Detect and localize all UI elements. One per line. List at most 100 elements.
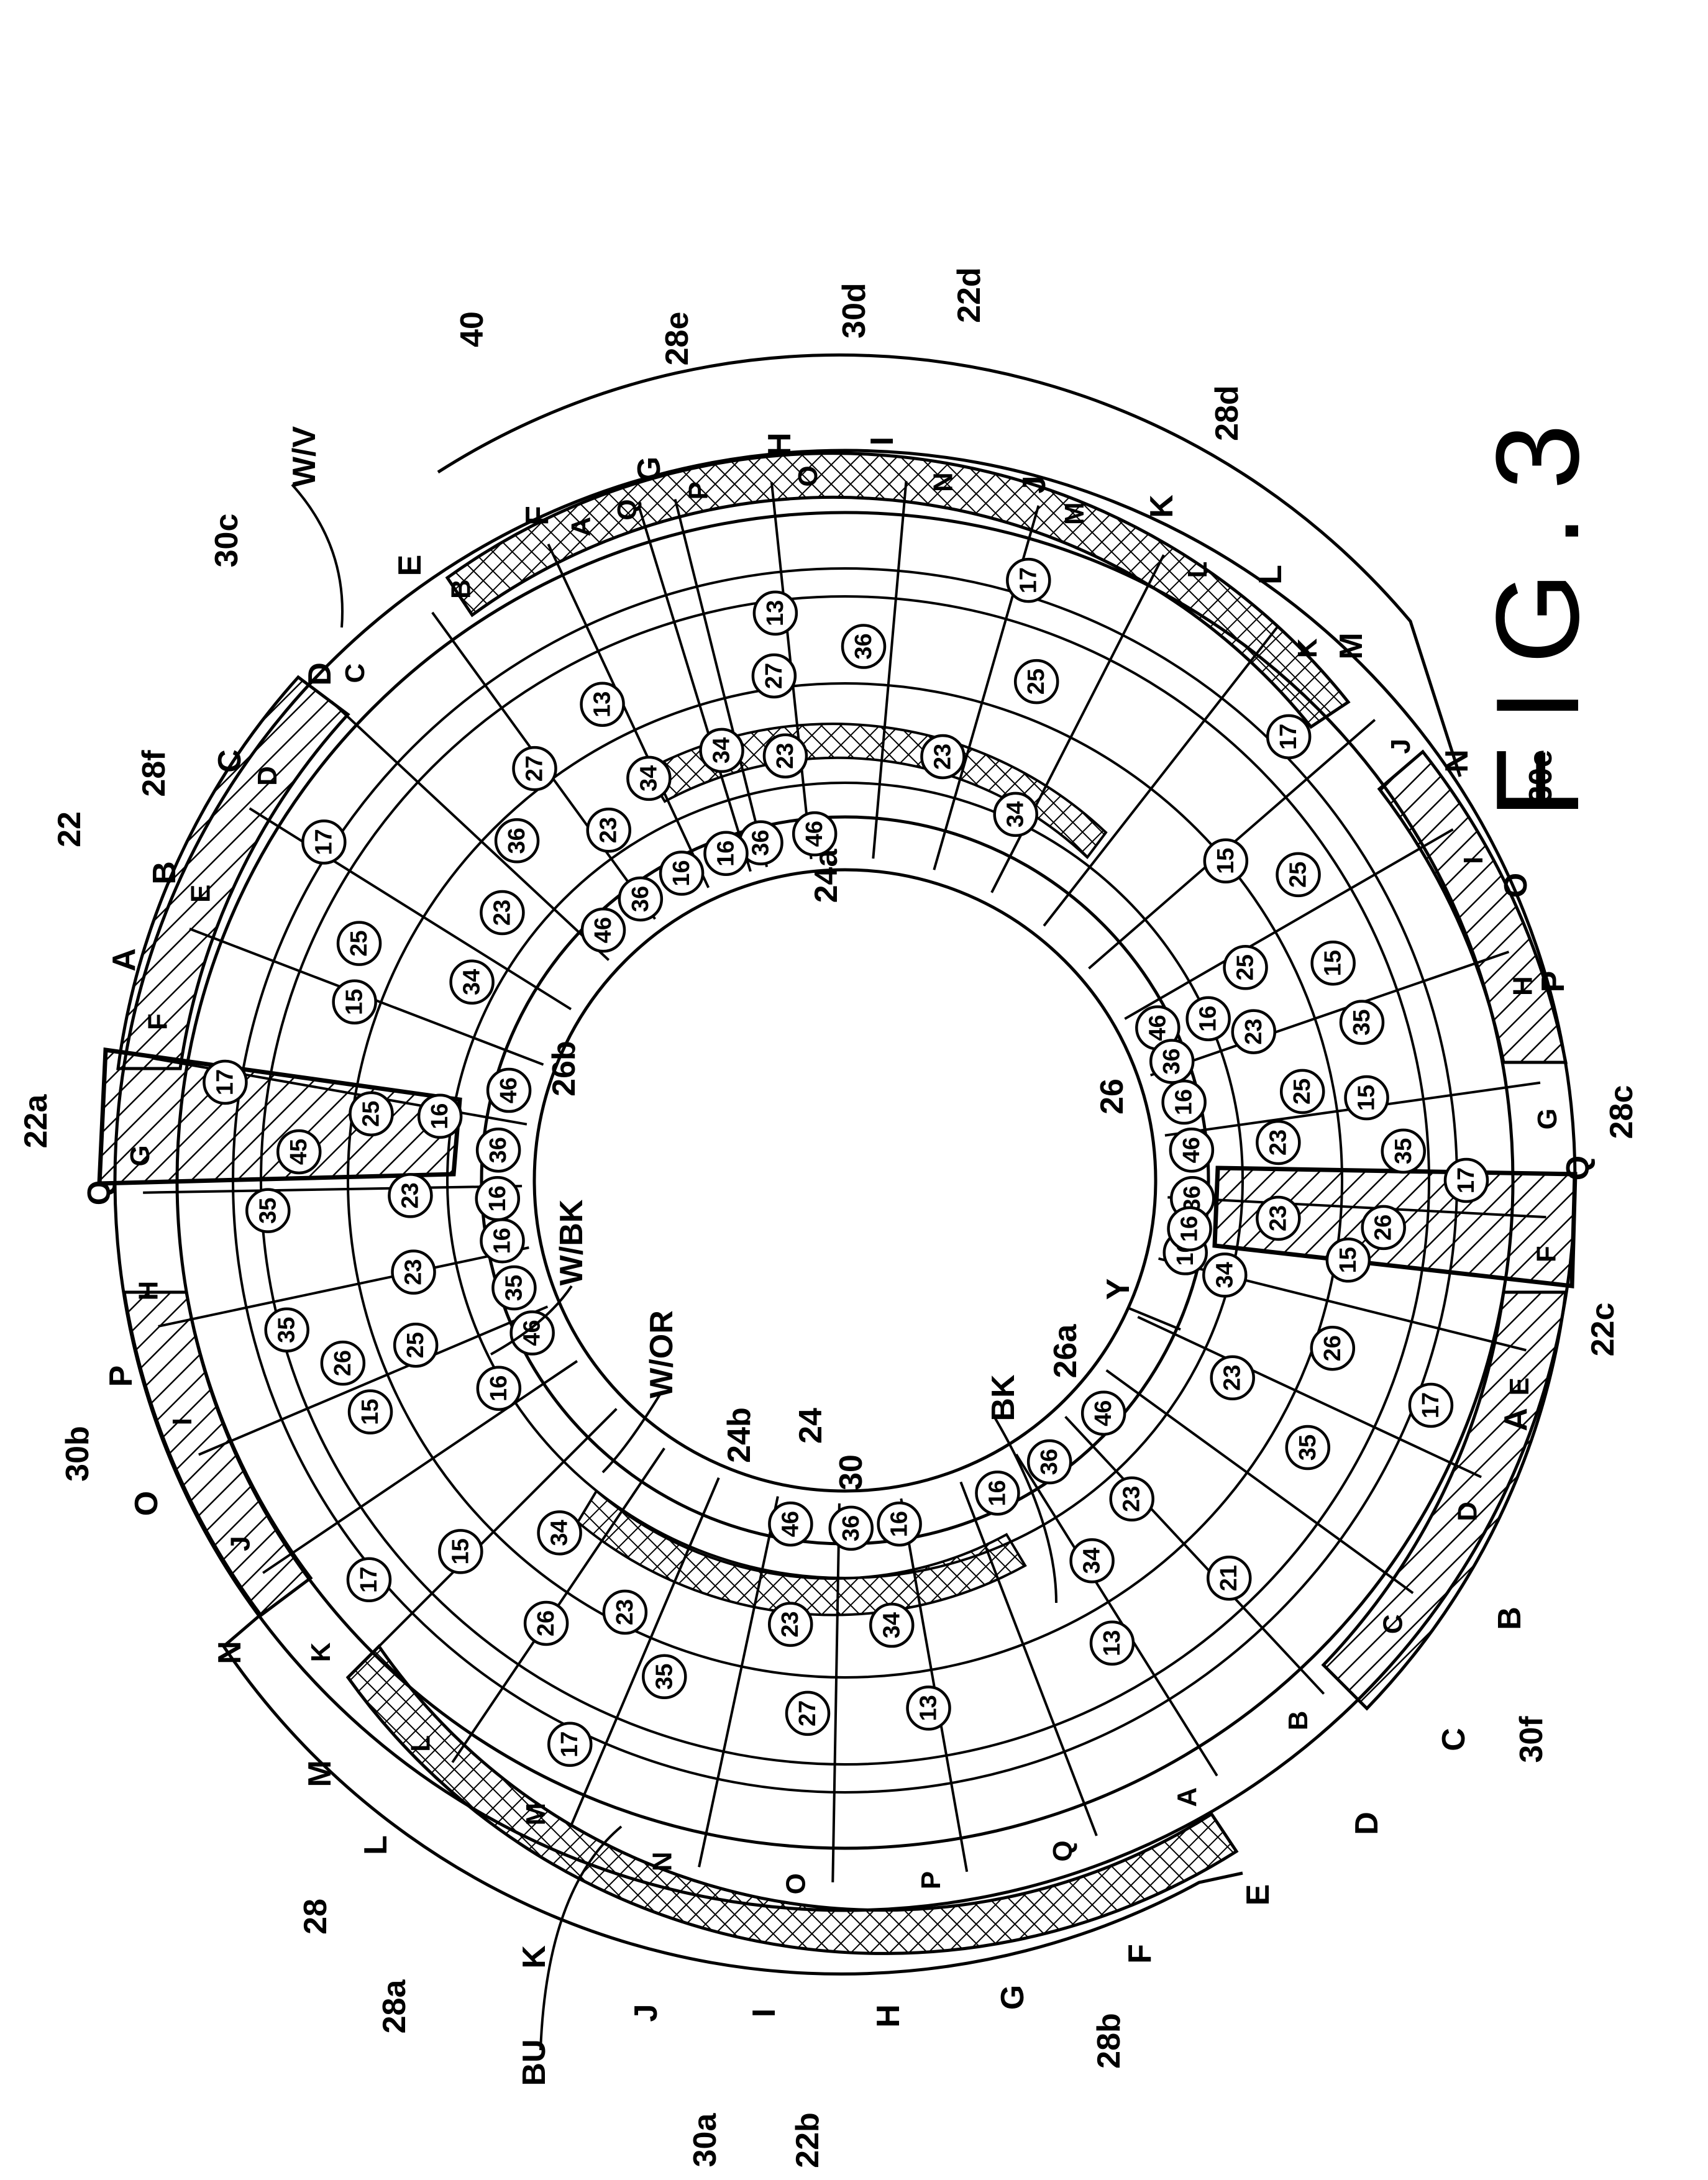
terminal-pin-circle <box>346 1557 392 1603</box>
reference-label: L <box>1253 565 1289 585</box>
slot-divider <box>143 1185 523 1194</box>
terminal-pin-number: 36 <box>1159 1048 1185 1074</box>
terminal-pin: 25 <box>336 921 382 966</box>
terminal-pin-circle <box>491 1265 537 1311</box>
slot-letter: G <box>1532 1108 1563 1129</box>
slot-divider <box>900 1498 969 1872</box>
terminal-pin-circle <box>203 1059 248 1105</box>
terminal-pin-number: 23 <box>1265 1129 1291 1156</box>
terminal-pin-circle <box>1276 852 1321 898</box>
terminal-pin: 36 <box>1149 1039 1195 1084</box>
terminal-pin-number: 23 <box>1265 1205 1291 1231</box>
terminal-pin-circle <box>332 979 377 1024</box>
terminal-pin-number: 46 <box>590 917 616 943</box>
terminal-pin: 23 <box>1109 1476 1154 1522</box>
terminal-pin-circle <box>1344 1075 1389 1121</box>
slot-letter: O <box>793 465 823 486</box>
terminal-pin: 23 <box>768 1602 813 1647</box>
terminal-pin: 46 <box>1169 1127 1215 1173</box>
terminal-pin-circle <box>659 851 705 896</box>
terminal-pin-number: 15 <box>342 989 368 1015</box>
terminal-pin-circle <box>1080 1390 1126 1436</box>
terminal-pin-circle <box>301 819 347 865</box>
terminal-pin: 15 <box>1325 1238 1371 1283</box>
terminal-pin-number: 13 <box>916 1695 942 1721</box>
reference-label: 24a <box>808 849 844 903</box>
terminal-pin: 46 <box>580 907 626 953</box>
terminal-pin-circle <box>975 1471 1020 1516</box>
terminal-pin-circle <box>1006 557 1051 603</box>
reference-label: O <box>1498 873 1534 898</box>
terminal-pin: 46 <box>486 1067 532 1113</box>
slot-letter: F <box>1531 1246 1561 1262</box>
terminal-pin-circle <box>512 746 557 791</box>
terminal-pin: 36 <box>475 1127 521 1173</box>
terminal-pin-number: 23 <box>401 1259 427 1285</box>
terminal-pin-number: 25 <box>1233 954 1259 980</box>
terminal-pin-circle <box>537 1510 582 1556</box>
reference-label: 22a <box>18 1094 54 1149</box>
terminal-pin-circle <box>276 1129 322 1175</box>
terminal-pin: 15 <box>347 1389 393 1434</box>
slot-letter: D <box>1453 1502 1483 1521</box>
terminal-pin-number: 25 <box>1289 1079 1315 1105</box>
terminal-pin: 15 <box>1344 1075 1389 1121</box>
terminal-pin: 25 <box>1276 852 1321 898</box>
terminal-pin: 17 <box>346 1557 392 1603</box>
terminal-pin-number: 26 <box>533 1610 559 1636</box>
terminal-pin-circle <box>1210 1355 1255 1401</box>
terminal-pin-number: 34 <box>636 765 662 791</box>
reference-label: 30c <box>209 514 245 568</box>
terminal-pin: 15 <box>1203 838 1249 884</box>
terminal-pin-circle <box>1202 1252 1248 1298</box>
terminal-pin: 35 <box>491 1265 537 1311</box>
reference-label: 28b <box>1091 2013 1127 2069</box>
terminal-pin-number: 16 <box>1171 1089 1197 1115</box>
slot-letter: M <box>521 1803 551 1826</box>
terminal-pin: 35 <box>245 1188 291 1233</box>
terminal-pin: 17 <box>1006 557 1051 603</box>
slot-letter: K <box>306 1642 336 1662</box>
terminal-pin-circle <box>391 1249 436 1295</box>
slot-letter: N <box>647 1851 678 1871</box>
reference-label: 26a <box>1048 1324 1084 1379</box>
reference-label: B <box>147 861 183 885</box>
terminal-pin-number: 16 <box>887 1511 913 1537</box>
terminal-pin-number: 15 <box>1354 1085 1380 1111</box>
terminal-pin-number: 17 <box>311 829 337 855</box>
slot-divider <box>1064 1415 1325 1695</box>
terminal-pin-circle <box>1223 945 1268 990</box>
terminal-pin: 45 <box>276 1129 322 1175</box>
terminal-pin-number: 15 <box>1213 848 1239 874</box>
terminal-pin-circle <box>1339 1000 1385 1045</box>
terminal-pin-number: 26 <box>330 1350 356 1376</box>
terminal-pin-number: 26 <box>1320 1335 1346 1361</box>
reference-label: 26b <box>546 1041 582 1097</box>
reference-label: I <box>746 2009 782 2017</box>
slot-letter: P <box>683 481 714 499</box>
terminal-pin-circle <box>1149 1039 1195 1084</box>
slot-letter: J <box>1386 739 1416 754</box>
terminal-pin-number: 23 <box>1241 1018 1267 1044</box>
slot-divider <box>1150 951 1510 1077</box>
terminal-pin-number: 35 <box>1349 1009 1375 1035</box>
terminal-pin-number: 16 <box>713 841 739 867</box>
terminal-pin: 17 <box>203 1059 248 1105</box>
slot-divider <box>198 1305 549 1456</box>
reference-label: D <box>302 662 338 686</box>
reference-label: F <box>1122 1944 1158 1964</box>
reference-label: G <box>631 457 667 481</box>
terminal-pin-circle <box>1408 1382 1454 1428</box>
terminal-pin: 23 <box>391 1249 436 1295</box>
slot-letter: B <box>445 579 476 599</box>
terminal-pin-number: 13 <box>762 600 788 626</box>
terminal-pin-number: 16 <box>1195 1006 1222 1032</box>
slot-letter: Q <box>612 499 642 520</box>
terminal-pin-circle <box>349 1091 394 1137</box>
terminal-pin-number: 34 <box>547 1520 573 1546</box>
reference-label: J <box>1016 476 1053 494</box>
terminal-pin-circle <box>475 1127 521 1173</box>
terminal-pin-number: 46 <box>1090 1400 1117 1426</box>
terminal-pin: 16 <box>703 831 749 877</box>
